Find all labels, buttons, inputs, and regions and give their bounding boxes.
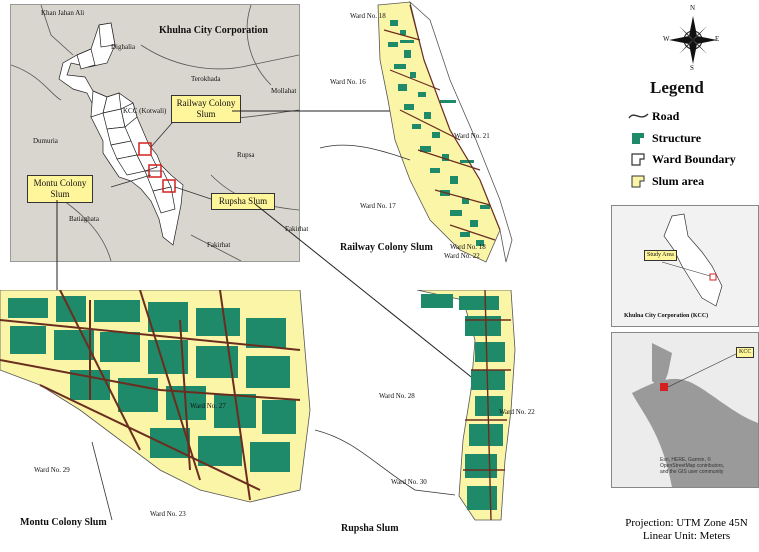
place-fakirhat: Fakirhat: [207, 241, 231, 249]
legend-label: Road: [652, 109, 680, 123]
south-label: S: [690, 64, 694, 72]
callout-rupsha-slum: Rupsha Slum: [211, 193, 275, 210]
callout-railway-colony-slum: Railway Colony Slum: [171, 95, 241, 123]
inset-kcc-caption: Khulna City Corporation (KCC): [624, 313, 709, 319]
montu-colony-graphic: [0, 289, 311, 521]
place-khulna-city-corporation: Khulna City Corporation: [159, 25, 268, 36]
legend-title: Legend: [650, 78, 704, 97]
north-arrow-icon: N E S W: [663, 2, 723, 72]
slum-area-icon: [631, 175, 645, 188]
place-batiaghata: Batiaghata: [69, 215, 99, 223]
legend-label: Structure: [652, 131, 702, 145]
structure-icon: [632, 133, 644, 144]
place-dighalia: Dighalia: [111, 43, 136, 51]
place-kcc-kotwali: KCC (Kotwali): [123, 107, 167, 115]
legend-label: Ward Boundary: [652, 152, 736, 166]
callout-montu-colony-slum: Montu Colony Slum: [27, 175, 93, 203]
map-credits: Esri, HERE, Garmin, © OpenStreetMap cont…: [660, 457, 725, 475]
ward-label: Ward No. 27: [190, 402, 226, 410]
railway-colony-title: Railway Colony Slum: [340, 242, 433, 253]
inset-region-map: KCC Esri, HERE, Garmin, © OpenStreetMap …: [611, 332, 759, 488]
ward-label: Ward No. 22: [444, 252, 480, 260]
place-khan-jahan-ali: Khan Jahan Ali: [41, 9, 85, 17]
ward-label: Ward No. 18: [450, 243, 486, 251]
rupsha-graphic: [314, 289, 516, 521]
rupsha-map: Ward No. 28 Ward No. 22 Ward No. 30 Rups…: [314, 289, 605, 547]
ward-boundary-icon: [631, 153, 645, 166]
railway-colony-map: Ward No. 18 Ward No. 16 Ward No. 21 Ward…: [300, 0, 600, 270]
kcc-callout: KCC: [736, 347, 755, 358]
place-mollahat: Mollahat: [271, 87, 297, 95]
ward-label: Ward No. 29: [34, 466, 70, 474]
study-area-callout: Study Area: [644, 250, 677, 261]
overview-map-graphic: [10, 4, 300, 262]
place-terokhada: Terokhada: [191, 75, 221, 83]
inset-kcc-graphic: [661, 213, 723, 307]
inset-region-graphic: [612, 333, 758, 487]
ward-label: Ward No. 23: [150, 510, 186, 518]
east-label: E: [715, 35, 720, 43]
place-fakirhat-east: Fakirhat: [285, 225, 309, 233]
ward-label: Ward No. 18: [350, 12, 386, 20]
place-dumuria: Dumuria: [33, 137, 58, 145]
montu-colony-map: Ward No. 27 Ward No. 29 Ward No. 23 Mont…: [0, 289, 320, 547]
west-label: W: [663, 35, 670, 43]
ward-label: Ward No. 22: [499, 408, 535, 416]
north-label: N: [690, 4, 696, 12]
overview-map: Khan Jahan Ali Khulna City Corporation D…: [10, 4, 308, 262]
unit-label: Linear Unit: Meters: [642, 530, 731, 542]
projection-label: Projection: UTM Zone 45N: [625, 517, 748, 529]
legend-label: Slum area: [652, 174, 705, 188]
rupsha-title: Rupsha Slum: [341, 523, 399, 534]
inset-kcc-map: Study Area Khulna City Corporation (KCC): [611, 205, 759, 327]
place-rupsa: Rupsa: [237, 151, 255, 159]
ward-label: Ward No. 21: [454, 132, 490, 140]
ward-label: Ward No. 16: [330, 78, 366, 86]
ward-label: Ward No. 30: [391, 478, 427, 486]
projection-info: Projection: UTM Zone 45N Linear Unit: Me…: [614, 517, 759, 543]
ward-label: Ward No. 17: [360, 202, 396, 210]
montu-colony-title: Montu Colony Slum: [20, 517, 107, 528]
road-line-icon: [628, 113, 649, 119]
ward-label: Ward No. 28: [379, 392, 415, 400]
railway-colony-graphic: [319, 0, 513, 263]
